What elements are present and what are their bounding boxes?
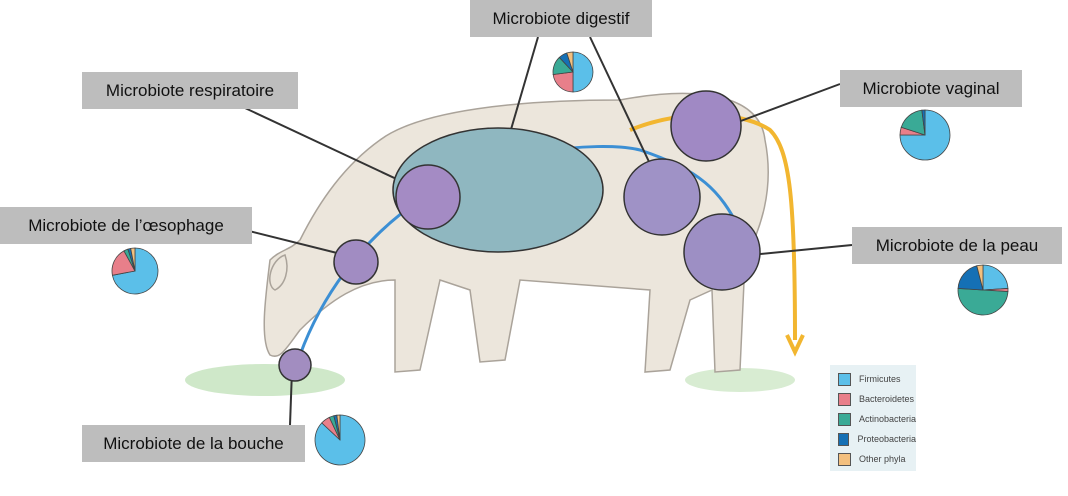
label-vaginal: Microbiote vaginal bbox=[840, 70, 1022, 107]
respiratory-microbiome-zone bbox=[395, 164, 461, 230]
label-digestif: Microbiote digestif bbox=[470, 0, 652, 37]
mouth-microbiome-zone bbox=[278, 348, 312, 382]
legend-item: Actinobacteria bbox=[830, 409, 916, 429]
pie-slice-other-phyla bbox=[566, 51, 574, 73]
label-peau: Microbiote de la peau bbox=[852, 227, 1062, 264]
pie-oesophage bbox=[111, 247, 159, 295]
label-oesophage: Microbiote de l’œsophage bbox=[0, 207, 252, 244]
pie-slice-firmicutes bbox=[572, 51, 594, 93]
vaginal-microbiome-zone bbox=[670, 90, 742, 162]
pie-slice-firmicutes bbox=[899, 109, 951, 161]
pie-slice-other-phyla bbox=[130, 247, 136, 272]
legend-item: Bacteroidetes bbox=[830, 389, 916, 409]
legend-swatch bbox=[838, 452, 851, 466]
pie-slice-other-phyla bbox=[976, 264, 984, 291]
legend-swatch bbox=[838, 372, 851, 386]
pie-digestif bbox=[552, 51, 594, 93]
legend-item: Other phyla bbox=[830, 449, 916, 469]
skin-microbiome-zone bbox=[683, 213, 761, 291]
legend: Firmicutes Bacteroidetes Actinobacteria … bbox=[830, 365, 916, 471]
legend-item: Proteobacteria bbox=[830, 429, 916, 449]
microbiome-zones bbox=[278, 90, 761, 382]
grass-patch bbox=[185, 364, 345, 396]
leader-lines bbox=[244, 36, 853, 426]
label-bouche: Microbiote de la bouche bbox=[82, 425, 305, 462]
legend-swatch bbox=[838, 392, 851, 406]
pie-peau bbox=[957, 264, 1009, 316]
pie-vaginal bbox=[899, 109, 951, 161]
pie-slice-actinobacteria bbox=[957, 288, 1009, 316]
legend-swatch bbox=[838, 412, 851, 426]
pie-slice-firmicutes bbox=[982, 264, 1009, 291]
legend-swatch bbox=[838, 432, 850, 446]
label-respiratoire: Microbiote respiratoire bbox=[82, 72, 298, 109]
pie-slice-bacteroidetes bbox=[552, 71, 574, 93]
pie-bouche bbox=[314, 414, 366, 466]
grass-patch bbox=[685, 368, 795, 392]
pie-slice-other-phyla bbox=[336, 414, 341, 441]
digestive-microbiome-zone bbox=[623, 158, 701, 236]
legend-item: Firmicutes bbox=[830, 369, 916, 389]
esophagus-microbiome-zone bbox=[333, 239, 379, 285]
pie-slice-proteobacteria bbox=[921, 109, 926, 136]
